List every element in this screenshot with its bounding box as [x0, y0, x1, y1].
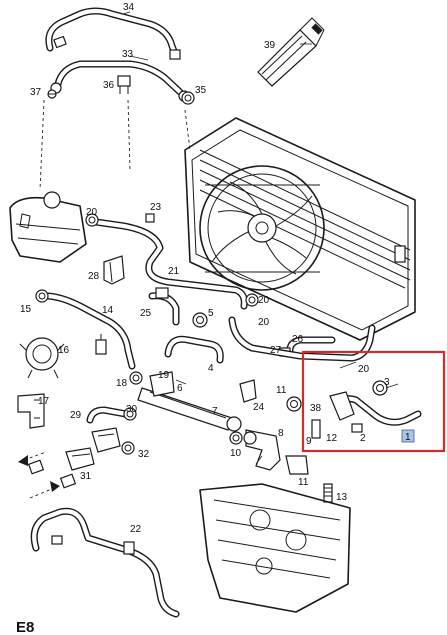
label-32: 32: [138, 449, 150, 460]
part-25-hose[interactable]: [148, 287, 180, 326]
label-20c: 20: [258, 317, 270, 328]
label-36: 36: [103, 80, 115, 91]
label-38: 38: [310, 403, 322, 414]
part-6-fitting[interactable]: [149, 371, 175, 397]
label-16: 16: [58, 345, 70, 356]
label-15: 15: [20, 304, 32, 315]
label-28: 28: [88, 271, 100, 282]
part-35-clamp[interactable]: [181, 91, 195, 105]
label-4: 4: [208, 363, 214, 374]
label-23: 23: [150, 202, 162, 213]
part-15-clamp[interactable]: [35, 289, 49, 303]
part-16-housing[interactable]: [19, 337, 65, 379]
radiator-assembly: [184, 117, 416, 341]
part-10-clamp[interactable]: [229, 431, 243, 445]
label-3: 3: [384, 377, 390, 388]
label-39: 39: [264, 40, 276, 51]
part-1-tag[interactable]: [401, 429, 415, 443]
label-10: 10: [230, 448, 242, 459]
label-14: 14: [102, 305, 114, 316]
part-32-clamp[interactable]: [121, 441, 135, 455]
part-22-hose[interactable]: [30, 507, 180, 618]
intake-manifold: [199, 483, 351, 613]
label-33: 33: [122, 49, 134, 60]
label-5: 5: [208, 308, 214, 319]
part-20-clamp-a[interactable]: [85, 213, 99, 227]
figure-label: E8: [16, 619, 34, 635]
leader-lines: [39, 11, 399, 465]
part-39-tube[interactable]: [257, 17, 325, 87]
part-7-pipe[interactable]: [137, 387, 242, 432]
part-9-tube[interactable]: [311, 419, 321, 439]
part-3-clamp[interactable]: [372, 380, 388, 396]
label-1: 1: [405, 432, 411, 443]
label-21: 21: [168, 266, 180, 277]
label-11a: 11: [276, 385, 287, 396]
label-20b: 20: [258, 295, 270, 306]
part-24-bracket[interactable]: [239, 379, 257, 403]
part-38-clamp[interactable]: [286, 396, 302, 412]
part-36-clip[interactable]: [117, 75, 131, 94]
label-35: 35: [195, 85, 207, 96]
part-30-clamp[interactable]: [123, 407, 137, 421]
label-12: 12: [326, 433, 338, 444]
label-26: 26: [292, 334, 304, 345]
part-13-bolt[interactable]: [323, 483, 333, 503]
label-17: 17: [38, 396, 50, 407]
part-14-hose[interactable]: [42, 292, 136, 370]
part-labels: 34 33 39 37 36 35 20 23 28 21 20 15 14 2…: [16, 2, 415, 635]
part-28-bracket[interactable]: [103, 255, 125, 285]
part-2-clamp[interactable]: [351, 423, 363, 433]
label-18: 18: [116, 378, 128, 389]
label-6: 6: [177, 383, 183, 394]
label-25: 25: [140, 308, 152, 319]
part-23-clip[interactable]: [145, 213, 155, 223]
part-11-clip[interactable]: [285, 455, 309, 475]
label-8: 8: [278, 428, 284, 439]
direction-arrows: [18, 451, 60, 499]
part-37-clip[interactable]: [47, 89, 57, 99]
part-29-hose[interactable]: [86, 406, 130, 424]
part-20-pipe[interactable]: [228, 316, 376, 362]
label-19: 19: [158, 370, 170, 381]
part-31-pump[interactable]: [65, 427, 121, 471]
label-30: 30: [126, 404, 138, 415]
label-20d: 20: [358, 364, 370, 375]
label-9: 9: [306, 436, 312, 447]
part-16-sensor[interactable]: [95, 334, 107, 355]
label-24: 24: [253, 402, 265, 413]
label-22: 22: [130, 524, 142, 535]
label-2: 2: [360, 433, 366, 444]
part-8-elbow[interactable]: [243, 429, 281, 471]
label-13: 13: [336, 492, 348, 503]
part-21-hose[interactable]: [92, 218, 248, 310]
label-34: 34: [123, 2, 135, 13]
label-20a: 20: [86, 207, 98, 218]
sleeve-parts: [27, 459, 77, 489]
label-31: 31: [80, 471, 92, 482]
label-11b: 11: [298, 477, 309, 488]
part-4-hose[interactable]: [164, 335, 224, 364]
label-37: 37: [30, 87, 42, 98]
part-17-bracket[interactable]: [17, 393, 45, 429]
expansion-tank: [9, 191, 87, 263]
part-34-hose[interactable]: [45, 7, 181, 60]
label-27: 27: [270, 345, 282, 356]
part-18-clamp[interactable]: [129, 371, 143, 385]
label-7: 7: [212, 406, 218, 417]
label-29: 29: [70, 410, 82, 421]
part-1-hose[interactable]: [329, 391, 422, 426]
part-5-clamp[interactable]: [192, 312, 208, 328]
part-20-clamp-b[interactable]: [245, 293, 259, 307]
selection-highlight-box: [301, 350, 446, 453]
